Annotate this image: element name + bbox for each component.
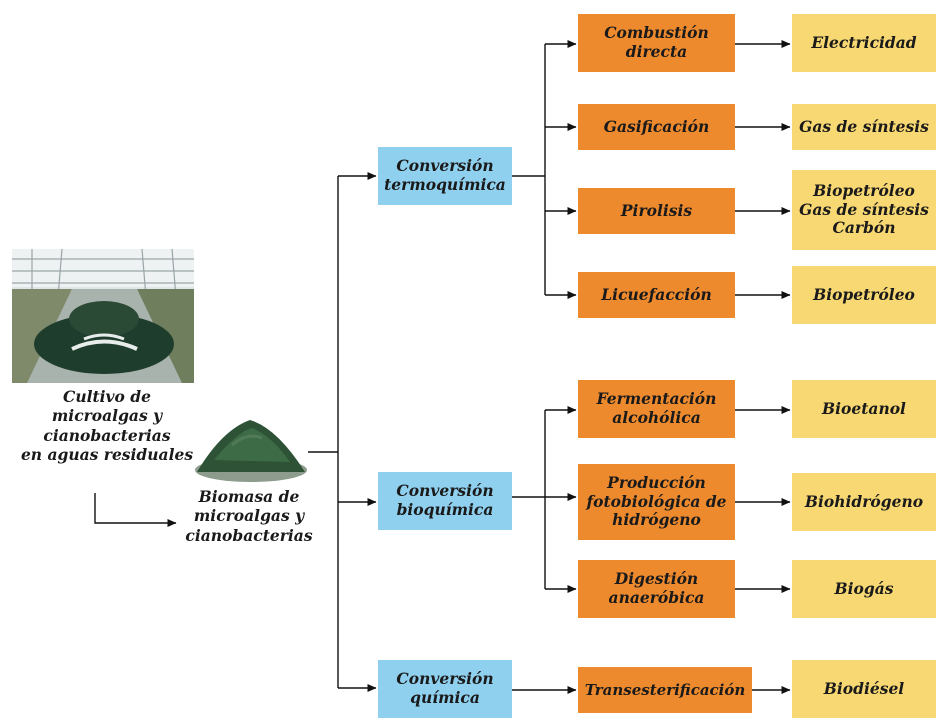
process-pirolisis: Pirolisis xyxy=(578,188,735,234)
product-biogas: Biogás xyxy=(792,560,936,618)
process-produccion-fotobiologica: Producción fotobiológica de hidrógeno xyxy=(578,464,735,540)
source-label: Cultivo de microalgas y cianobacterias e… xyxy=(20,387,194,465)
green-powder-pile-photo xyxy=(195,420,307,482)
product-bioetanol: Bioetanol xyxy=(792,380,936,438)
product-biohidrogeno: Biohidrógeno xyxy=(792,473,936,531)
process-licuefaccion: Licuefacción xyxy=(578,272,735,318)
product-biodiesel: Biodiésel xyxy=(792,660,936,718)
product-pirolisis-outputs: Biopetróleo Gas de síntesis Carbón xyxy=(792,170,936,250)
product-gas-de-sintesis: Gas de síntesis xyxy=(792,104,936,150)
process-combustion-directa: Combustión directa xyxy=(578,14,735,72)
process-fermentacion-alcoholica: Fermentación alcohólica xyxy=(578,380,735,438)
conversion-bioquimica: Conversión bioquímica xyxy=(378,472,512,530)
process-digestion-anaerobica: Digestión anaeróbica xyxy=(578,560,735,618)
product-biopetroleo: Biopetróleo xyxy=(792,266,936,324)
raceway-pond-greenhouse-photo xyxy=(12,249,194,383)
product-electricidad: Electricidad xyxy=(792,14,936,72)
arrow-source-to-biomass xyxy=(94,493,177,527)
conversion-quimica: Conversión química xyxy=(378,660,512,718)
process-gasificacion: Gasificación xyxy=(578,104,735,150)
biomass-label: Biomasa de microalgas y cianobacterias xyxy=(185,487,313,545)
conversion-termoquimica: Conversión termoquímica xyxy=(378,147,512,205)
process-transesterificacion: Transesterificación xyxy=(578,667,752,713)
